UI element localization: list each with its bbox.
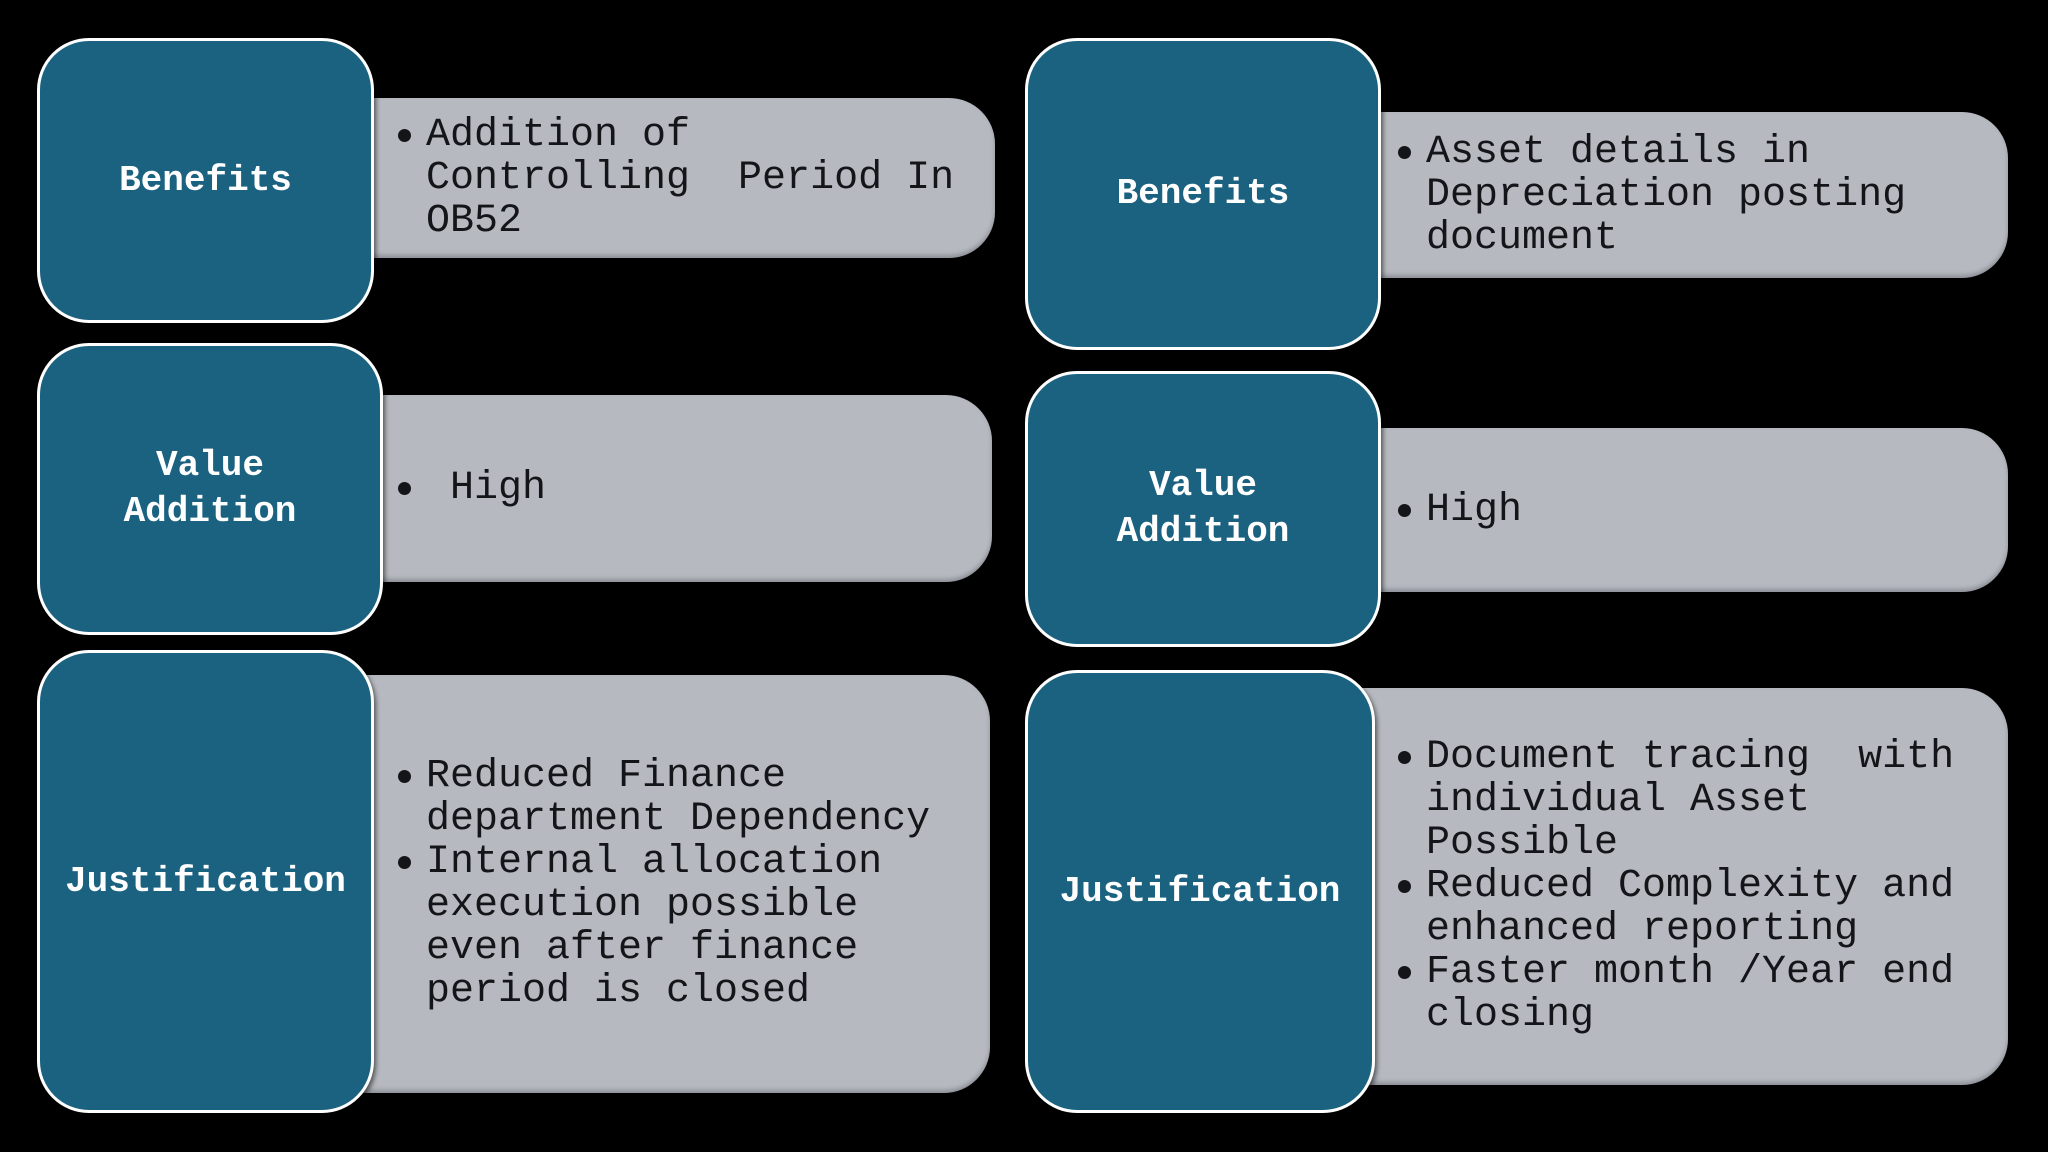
value-addition-label: Value Addition bbox=[1116, 465, 1290, 552]
list-item: Internal allocation execution possible e… bbox=[398, 841, 970, 1013]
bullet-dot-icon bbox=[1398, 865, 1426, 908]
bullet-text: Asset details in Depreciation posting do… bbox=[1426, 129, 1907, 261]
value-addition-card-right: Value Addition bbox=[1025, 371, 1381, 647]
list-item: High bbox=[1398, 489, 1988, 532]
bullet-dot-icon bbox=[1398, 736, 1426, 779]
list-item: Asset details in Depreciation posting do… bbox=[1398, 131, 1988, 260]
bullet-text: Internal allocation execution possible e… bbox=[426, 840, 883, 1014]
value-addition-label: Value Addition bbox=[123, 445, 297, 532]
list-item: Addition of Controlling Period In OB52 bbox=[398, 114, 975, 243]
benefits-card-left: Benefits bbox=[37, 38, 374, 323]
justification-label: Justification bbox=[1059, 870, 1341, 912]
bullet-text: Reduced Finance department Dependency bbox=[426, 754, 931, 842]
benefits-card-right: Benefits bbox=[1025, 38, 1381, 350]
bullet-text: Document tracing with individual Asset P… bbox=[1426, 735, 1955, 866]
bullet-text: High bbox=[426, 466, 547, 511]
bullet-text: Faster month /Year end closing bbox=[1426, 950, 1955, 1038]
value-addition-card-left: Value Addition bbox=[37, 343, 383, 635]
bullet-dot-icon bbox=[1398, 951, 1426, 994]
bullet-dot-icon bbox=[398, 841, 426, 884]
bullet-dot-icon bbox=[398, 755, 426, 798]
bullet-text: Addition of Controlling Period In OB52 bbox=[426, 112, 955, 244]
justification-label: Justification bbox=[65, 860, 346, 902]
list-item: High bbox=[398, 467, 972, 510]
bullet-text: Reduced Complexity and enhanced reportin… bbox=[1426, 864, 1955, 952]
list-item: Reduced Finance department Dependency bbox=[398, 755, 970, 841]
bullet-dot-icon bbox=[1398, 489, 1426, 532]
bullet-text: High bbox=[1426, 487, 1523, 533]
justification-card-left: Justification bbox=[37, 650, 374, 1113]
justification-card-right: Justification bbox=[1025, 670, 1375, 1113]
benefits-label: Benefits bbox=[119, 159, 292, 201]
bullet-dot-icon bbox=[398, 467, 426, 510]
list-item: Reduced Complexity and enhanced reportin… bbox=[1398, 865, 1988, 951]
bullet-dot-icon bbox=[398, 114, 426, 157]
list-item: Faster month /Year end closing bbox=[1398, 951, 1988, 1037]
benefits-label: Benefits bbox=[1116, 173, 1290, 214]
list-item: Document tracing with individual Asset P… bbox=[1398, 736, 1988, 865]
bullet-dot-icon bbox=[1398, 131, 1426, 174]
